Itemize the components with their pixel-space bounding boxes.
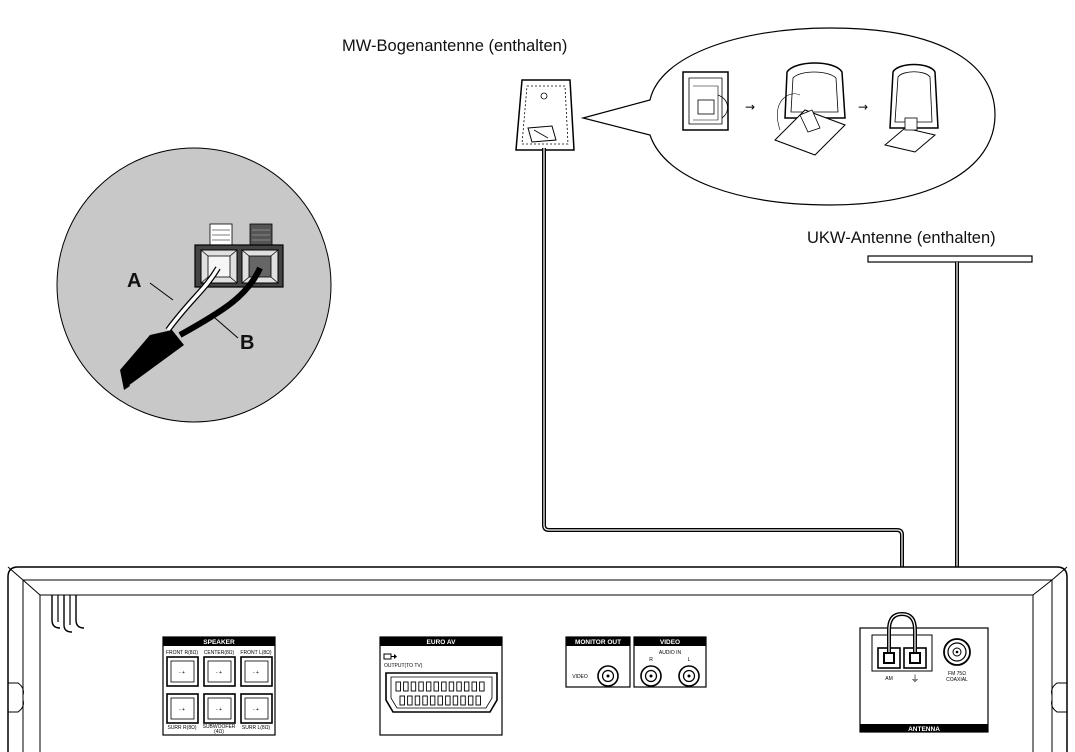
audio-in-l-label: L (688, 657, 691, 663)
arrow-icon: → (858, 100, 868, 114)
fm-antenna-label: UKW-Antenne (enthalten) (807, 229, 996, 247)
scart-pin (437, 695, 443, 706)
antenna-assembly-bubble: → → (580, 27, 996, 206)
center-label: CENTER(8Ω) (204, 650, 235, 656)
terminal-surr-l[interactable]: - + (240, 693, 273, 724)
output-to-tv-label: OUTPUT(TO TV) (384, 663, 423, 669)
wire-a-label: A (127, 270, 141, 292)
scart-pin (479, 681, 485, 692)
scart-pin (445, 695, 451, 706)
scart-pin (475, 695, 481, 706)
speaker-header: SPEAKER (203, 639, 235, 646)
antenna-header: ANTENNA (908, 726, 940, 733)
svg-text:- +: - + (216, 670, 222, 676)
audio-in-r-jack[interactable] (640, 665, 662, 687)
video-out-jack[interactable] (597, 665, 619, 687)
svg-text:- +: - + (253, 670, 259, 676)
front-r-label: FRONT R(8Ω) (166, 650, 198, 656)
scart-pin (452, 695, 459, 706)
video-out-label: VIDEO (572, 674, 588, 680)
scart-pin (463, 681, 470, 692)
scart-pin (399, 695, 405, 706)
scart-pin (441, 681, 447, 692)
wire-b-label: B (240, 332, 254, 354)
terminal-surr-r[interactable]: - + (166, 693, 199, 724)
terminal-subwoofer[interactable]: - + (203, 693, 236, 724)
scart-pin (410, 681, 417, 692)
coaxial-label: COAXIAL (946, 677, 968, 683)
svg-text:- +: - + (216, 707, 222, 713)
audio-in-l-jack[interactable] (678, 665, 700, 687)
mw-loop-antenna (515, 79, 575, 151)
terminal-front-r[interactable]: - + (166, 656, 199, 687)
scart-pin (448, 681, 455, 692)
surr-l-label: SURR L(8Ω) (242, 725, 271, 731)
euro-av-header: EURO AV (427, 639, 457, 646)
subwoofer-label: SUBWOOFER (203, 724, 236, 730)
scart-pin (425, 681, 432, 692)
antenna-block: ANTENNA AM ⏚ FM 75Ω COAXIAL (859, 611, 989, 733)
svg-text:- +: - + (179, 707, 185, 713)
scart-pin (460, 695, 466, 706)
subwoofer-ohm-label: (4Ω) (214, 729, 224, 735)
scart-pin (414, 695, 421, 706)
ground-terminal[interactable] (903, 647, 927, 669)
speaker-terminals: SPEAKER FRONT R(8Ω) CENTER(8Ω) FRONT L(8… (162, 636, 276, 736)
arrow-icon: → (745, 100, 755, 114)
am-label: AM (885, 676, 893, 682)
scart-pin (456, 681, 462, 692)
speaker-terminal-zoom (56, 147, 332, 423)
euro-av-block: EURO AV OUTPUT(TO TV) (379, 636, 503, 736)
fm-antenna-wire (867, 255, 1033, 263)
surr-r-label: SURR R(8Ω) (167, 725, 196, 731)
am-terminal[interactable] (877, 647, 901, 669)
scart-pin (471, 681, 477, 692)
am-antenna-cable (542, 148, 904, 628)
audio-in-label: AUDIO IN (659, 650, 682, 656)
scart-pin (407, 695, 413, 706)
scart-pin (418, 681, 424, 692)
output-arrow-icon (383, 653, 397, 660)
monitor-out-header: MONITOR OUT (575, 639, 621, 646)
scart-pin (395, 681, 401, 692)
mw-antenna-label: MW-Bogenantenne (enthalten) (342, 37, 567, 55)
fm-coaxial-jack[interactable] (943, 638, 971, 666)
scart-socket[interactable] (385, 672, 498, 713)
front-l-label: FRONT L(8Ω) (240, 650, 271, 656)
scart-pin (422, 695, 428, 706)
power-cord-holder (51, 595, 85, 633)
terminal-center[interactable]: - + (203, 656, 236, 687)
scart-pin (433, 681, 439, 692)
svg-text:- +: - + (253, 707, 259, 713)
scart-pin (429, 695, 436, 706)
ground-icon: ⏚ (910, 674, 919, 685)
fm-75-label: FM 75Ω (948, 671, 966, 677)
scart-pin (403, 681, 409, 692)
audio-in-r-label: R (649, 657, 653, 663)
terminal-front-l[interactable]: - + (240, 656, 273, 687)
video-header: VIDEO (660, 639, 680, 646)
scart-pin (467, 695, 474, 706)
video-io-block: MONITOR OUT VIDEO VIDEO AUDIO IN R L (565, 636, 707, 688)
svg-text:- +: - + (179, 670, 185, 676)
